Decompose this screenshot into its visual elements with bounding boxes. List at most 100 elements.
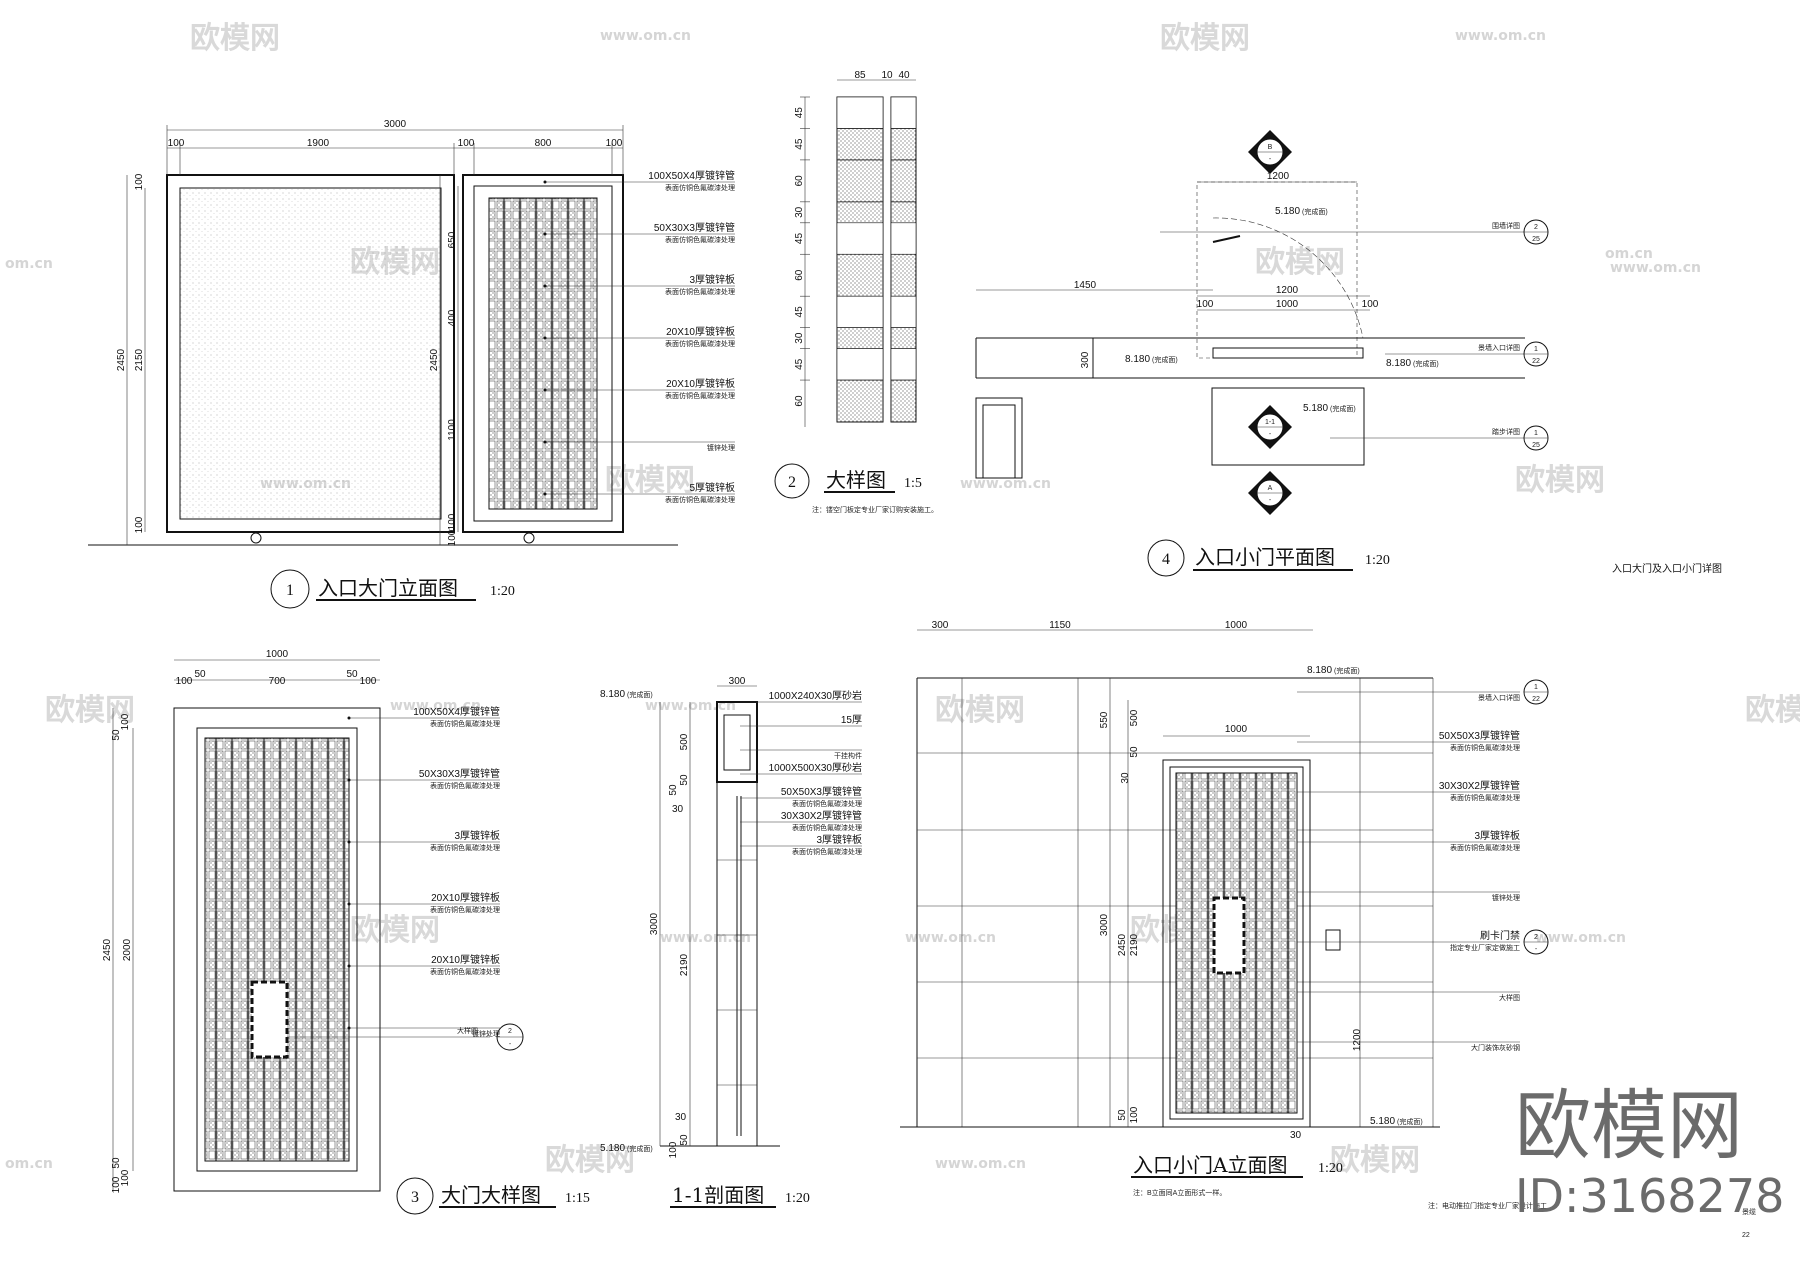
watermark-brand: 欧模网	[45, 693, 135, 728]
label-note: 表面仿铜色氟碳漆处理	[792, 847, 862, 856]
dim: 30	[794, 206, 805, 218]
label-note: 镀锌处理	[707, 443, 735, 452]
dim: 50	[679, 1134, 690, 1146]
view2-title: 大样图	[826, 468, 886, 492]
label-spec: 1000X240X30厚砂岩	[769, 689, 862, 702]
label-note: 表面仿铜色氟碳漆处理	[430, 967, 500, 976]
dim: 400	[447, 309, 458, 326]
dim: 800	[535, 138, 552, 149]
label-spec: 100X50X4厚镀锌管	[648, 169, 735, 182]
dim: 1200	[1352, 1028, 1363, 1051]
level-tag: (完成面)	[1413, 359, 1439, 368]
label-note: 镀锌处理	[1492, 893, 1520, 902]
label-spec: 30X30X2厚镀锌管	[781, 809, 862, 822]
section-marker-top: 1-1	[1265, 419, 1275, 426]
watermark-brand: 欧模网	[1160, 21, 1250, 56]
dim: 45	[794, 306, 805, 318]
level: 5.180	[600, 1143, 625, 1154]
level: 8.180	[1386, 358, 1411, 369]
dim: 60	[794, 269, 805, 281]
dim: 50	[1129, 746, 1140, 758]
sheet-number: 22	[1742, 1232, 1750, 1239]
dim: 2450	[116, 348, 127, 371]
watermark-brand: 欧模网	[1330, 1143, 1420, 1178]
dim: 300	[729, 676, 746, 687]
label-spec: 20X10厚镀锌板	[431, 953, 500, 966]
section-marker-top: B	[1268, 144, 1273, 151]
watermark-brand: 欧模网	[1745, 693, 1800, 728]
view2-number: 2	[788, 474, 796, 491]
label-note: 表面仿铜色氟碳漆处理	[665, 339, 735, 348]
dim: 30	[794, 332, 805, 344]
dim: 100	[134, 173, 145, 190]
watermark-url: www.om.cn	[1610, 260, 1701, 276]
brand-stamp: 欧模网 ID:3168278	[1515, 1081, 1784, 1223]
level: 5.180	[1303, 403, 1328, 414]
view3-number: 3	[411, 1189, 419, 1206]
label-spec: 3厚镀锌板	[689, 273, 735, 286]
level: 8.180	[1307, 665, 1332, 676]
stamp-brand: 欧模网	[1515, 1081, 1743, 1170]
dim: 100	[1362, 299, 1379, 310]
label-note: 踏步详图	[1492, 427, 1520, 436]
corner-text: 景缆	[1742, 1207, 1756, 1216]
dim: 30	[1120, 772, 1131, 784]
dim: 45	[794, 358, 805, 370]
dim: 1000	[1225, 724, 1248, 735]
view4-number: 4	[1162, 551, 1170, 568]
view1-number: 1	[286, 582, 294, 599]
level-tag: (完成面)	[1302, 207, 1328, 216]
watermark-brand: 欧模网	[545, 1143, 635, 1178]
view3-title: 大门大样图	[441, 1183, 541, 1207]
watermark-url: www.om.cn	[935, 1156, 1026, 1172]
label-spec: 3厚镀锌板	[816, 833, 862, 846]
level-tag: (完成面)	[1334, 666, 1360, 675]
label-spec: 5厚镀锌板	[689, 481, 735, 494]
label-spec: 15厚	[841, 714, 862, 726]
dim: 30	[1290, 1130, 1302, 1141]
label-note: 表面仿铜色氟碳漆处理	[665, 235, 735, 244]
dim: 1100	[447, 419, 458, 441]
dim: 60	[794, 175, 805, 187]
label-note: 干挂构件	[834, 751, 862, 760]
dim: 100	[606, 138, 623, 149]
dim: 1900	[307, 138, 330, 149]
label-note: 表面仿铜色氟碳漆处理	[1450, 743, 1520, 752]
dim: 50	[194, 669, 206, 680]
viewA-title: 入口小门A立面图	[1133, 1153, 1287, 1177]
watermark-url: www.om.cn	[1535, 930, 1626, 946]
label-note: 指定专业厂家定做施工	[1450, 943, 1520, 952]
callout-top: 1	[1534, 684, 1538, 691]
label-note: 景墙入口详图	[1478, 343, 1520, 352]
viewA-scale: 1:20	[1318, 1161, 1343, 1176]
dim: 500	[679, 733, 690, 750]
label-spec: 50X50X3厚镀锌管	[781, 785, 862, 798]
level-tag: (完成面)	[1397, 1117, 1423, 1126]
dim: 50	[111, 729, 122, 741]
label-spec: 50X30X3厚镀锌管	[654, 221, 735, 234]
label-spec: 20X10厚镀锌板	[666, 325, 735, 338]
dim: 50	[1117, 1109, 1128, 1121]
label-note: 表面仿铜色氟碳漆处理	[665, 183, 735, 192]
dim: 500	[1129, 709, 1140, 726]
watermark-brand: 欧模网	[605, 463, 695, 498]
dim: 2150	[134, 348, 145, 371]
dim-total-width: 3000	[384, 119, 407, 130]
level: 8.180	[1125, 354, 1150, 365]
callout-bottom: -	[1535, 946, 1538, 953]
section-marker-bottom: -	[1269, 431, 1272, 438]
label-note: 表面仿铜色氟碳漆处理	[1450, 793, 1520, 802]
callout-bottom: -	[509, 1041, 512, 1048]
view2-note: 注：镂空门板定专业厂家订购安装施工。	[812, 505, 938, 514]
label-spec: 50X50X3厚镀锌管	[1439, 729, 1520, 742]
watermark-url: www.om.cn	[960, 476, 1051, 492]
label-spec: 30X30X2厚镀锌管	[1439, 779, 1520, 792]
watermark-layer: 欧模网欧模网欧模网欧模网欧模网欧模网欧模网欧模网欧模网欧模网欧模网欧模网欧模网w…	[5, 21, 1800, 1178]
dim: 85	[854, 70, 866, 81]
label-note: 镀锌处理	[472, 1029, 500, 1038]
callout-bottom: 25	[1532, 442, 1540, 449]
section-marker-bottom: -	[1269, 497, 1272, 504]
